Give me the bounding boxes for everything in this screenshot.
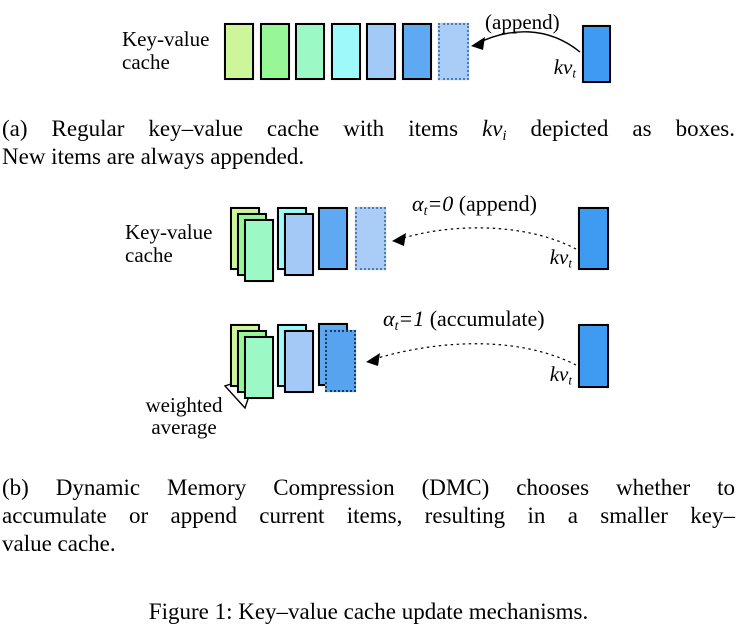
kvt-box — [578, 207, 609, 270]
kvt-box — [578, 324, 609, 388]
caption-b-line2: accumulate or append current items, resu… — [2, 503, 735, 528]
cache-box — [318, 207, 348, 270]
cache-box-stack — [284, 330, 314, 393]
cache-box — [224, 23, 254, 80]
panel-b-row1-alpha-label: αt=0 (append) — [412, 191, 537, 218]
panel-a-cache-label: Key-value cache — [122, 27, 210, 74]
panel-a-kvt-label: kvt — [553, 55, 576, 81]
caption-b-line3: value cache. — [2, 531, 116, 556]
panel-b-row1-kvt-label: kvt — [549, 245, 572, 271]
cache-box-dashed-slot — [355, 207, 386, 270]
cache-box — [260, 23, 290, 80]
weighted-average-label: weighted average — [145, 393, 223, 439]
append-arrowhead — [471, 37, 485, 50]
cache-box-stack — [244, 336, 274, 399]
accumulate-dashed-arrowhead — [366, 353, 380, 366]
caption-a-line2: New items are always appended. — [2, 144, 305, 169]
cache-box-dashed-slot — [438, 23, 469, 80]
cache-box-stack — [284, 213, 314, 276]
cache-box — [295, 23, 325, 80]
panel-b-row2-alpha-label: αt=1 (accumulate) — [383, 306, 545, 333]
panel-a-append-label: (append) — [485, 10, 560, 34]
append-dashed-arrowhead — [392, 233, 406, 246]
cache-box — [402, 23, 432, 80]
figure-caption: Figure 1: Key–value cache update mechani… — [148, 599, 589, 624]
cache-box — [331, 23, 361, 80]
caption-a-line1: (a) Regular key–value cache with items k… — [2, 116, 736, 144]
caption-b-line1: (b) Dynamic Memory Compression (DMC) cho… — [2, 475, 735, 500]
panel-b-cache-label: Key-value cache — [125, 220, 213, 267]
panel-b-row2-kvt-label: kvt — [549, 362, 572, 388]
cache-box-accumulated — [325, 330, 356, 392]
cache-box-stack — [244, 219, 274, 282]
append-arrow — [475, 31, 581, 53]
cache-box — [366, 23, 396, 80]
kvt-box — [582, 25, 611, 83]
